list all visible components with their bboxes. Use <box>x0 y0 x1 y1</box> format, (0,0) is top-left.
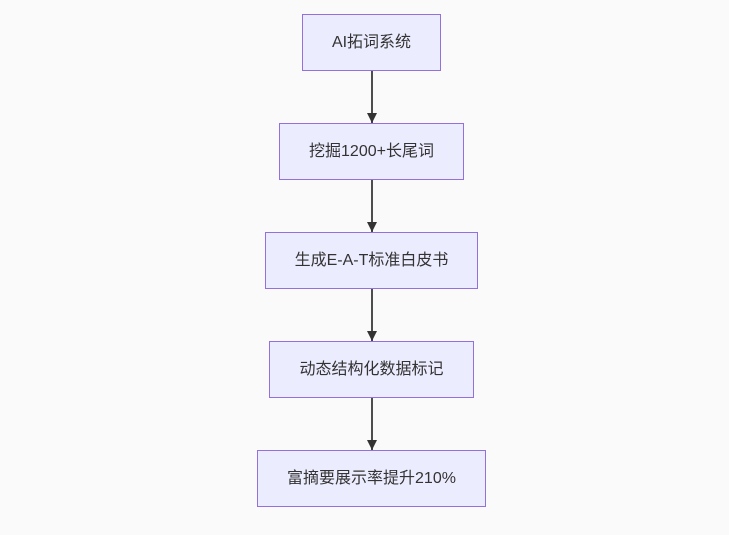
flowchart-node-rich-snippet-result: 富摘要展示率提升210% <box>257 450 486 507</box>
edge-a-to-b <box>366 71 377 123</box>
arrowhead-down-icon <box>366 440 377 450</box>
flowchart-node-longtail-mining: 挖掘1200+长尾词 <box>279 123 464 180</box>
flowchart-node-eat-whitepaper: 生成E-A-T标准白皮书 <box>264 232 479 289</box>
arrowhead-down-icon <box>366 113 377 123</box>
edge-b-to-c <box>366 180 377 232</box>
arrowhead-down-icon <box>366 222 377 232</box>
edge-c-to-d <box>366 289 377 341</box>
flowchart-canvas: AI拓词系统 挖掘1200+长尾词 生成E-A-T标准白皮书 动态结构化数据标记… <box>7 0 729 507</box>
flowchart-node-structured-data-markup: 动态结构化数据标记 <box>269 341 474 398</box>
arrowhead-down-icon <box>366 331 377 341</box>
edge-d-to-e <box>366 398 377 450</box>
flowchart-node-ai-keyword-system: AI拓词系统 <box>301 14 442 71</box>
